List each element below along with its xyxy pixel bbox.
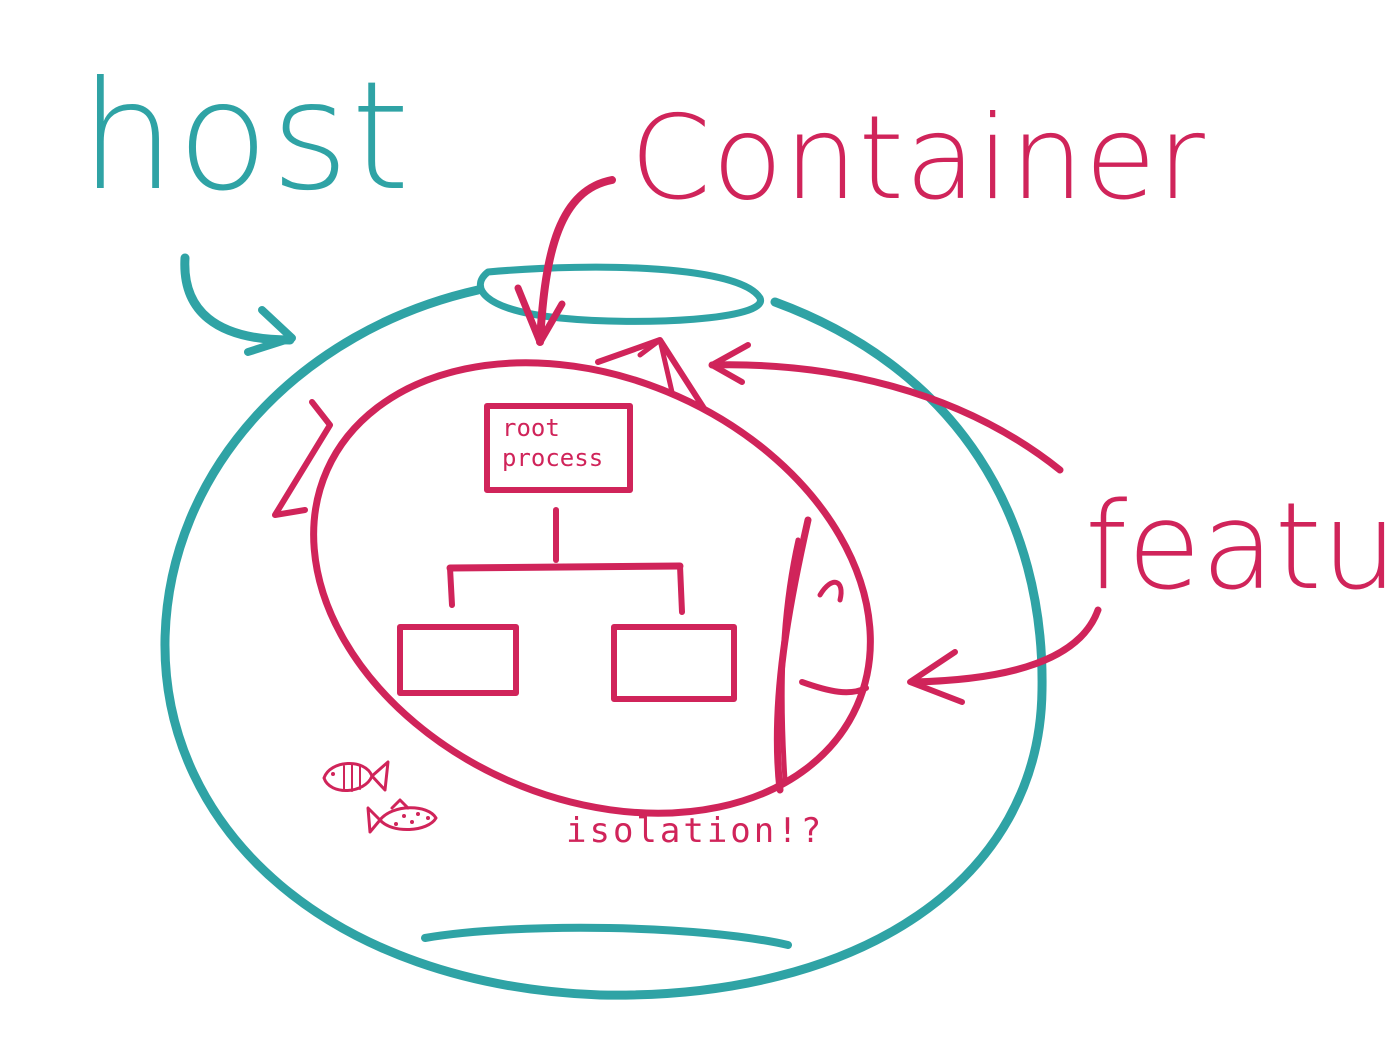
root-process-label-line2: process — [502, 444, 603, 472]
container-label-group: Container — [514, 91, 1206, 346]
container-label: Container — [630, 91, 1206, 226]
host-bowl — [160, 263, 1047, 1000]
host-label-group: host — [80, 50, 412, 356]
process-tree: root process — [397, 403, 737, 702]
container-features — [272, 337, 869, 794]
root-process-label-line1: root — [502, 414, 560, 442]
container-ellipse — [310, 359, 874, 817]
child-process-box-right — [611, 624, 737, 702]
container-arrow-icon — [514, 176, 616, 346]
child-process-box-left — [397, 624, 519, 696]
features-arrow-bottom-icon — [907, 606, 1102, 705]
features-label: features — [1085, 478, 1400, 617]
features-arrow-top-icon — [708, 342, 1064, 474]
host-label: host — [80, 50, 412, 224]
host-arrow-icon — [180, 253, 296, 356]
fish-icon — [366, 798, 438, 834]
features-label-group: features — [708, 342, 1400, 705]
fish-icon — [322, 760, 390, 792]
isolation-label: isolation!? — [566, 811, 824, 851]
root-process-box — [484, 403, 633, 493]
